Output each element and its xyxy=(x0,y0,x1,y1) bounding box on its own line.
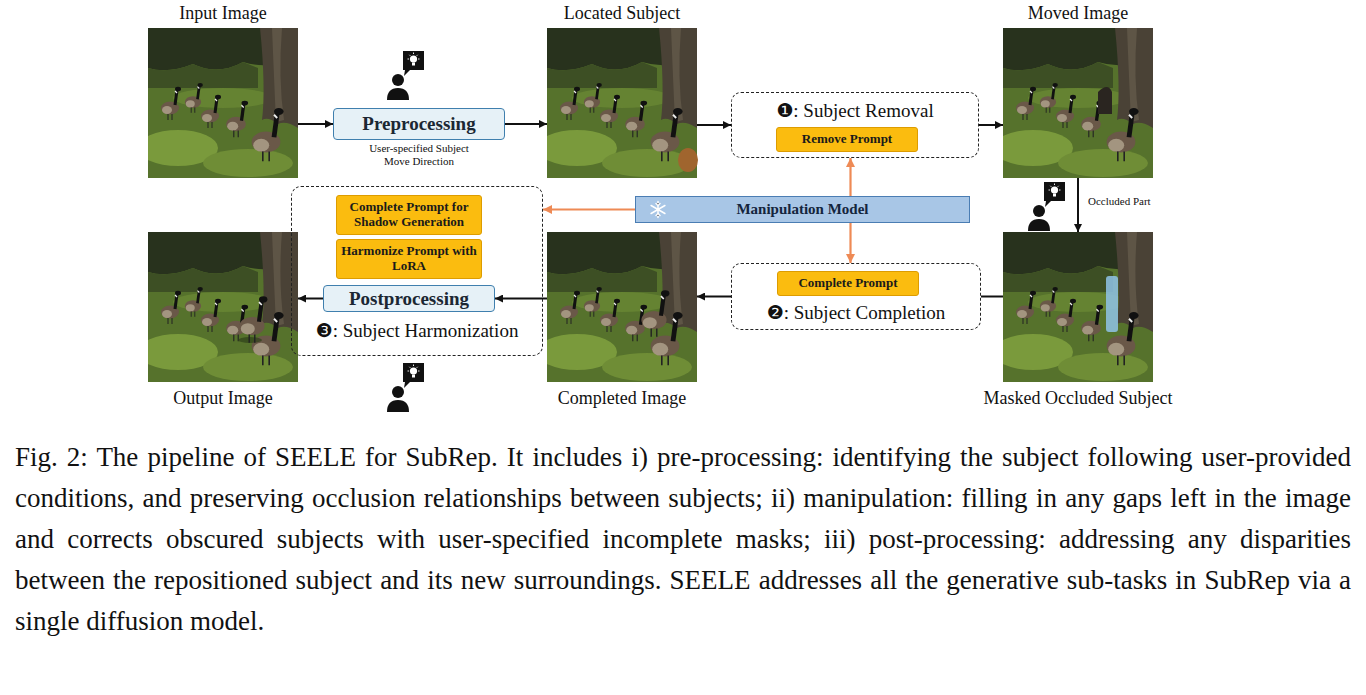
user-icon xyxy=(387,51,424,100)
flow-arrow xyxy=(697,296,731,298)
image-panel: Completed Image xyxy=(547,232,697,382)
image-label: Output Image xyxy=(173,388,272,409)
box-label: Remove Prompt xyxy=(802,132,892,147)
flow-arrow xyxy=(1077,178,1079,232)
image-label: Moved Image xyxy=(1028,3,1128,24)
flow-arrow xyxy=(298,298,323,300)
box-label: Complete Prompt for Shadow Generation xyxy=(341,200,477,230)
stage-title: ❷: Subject Completion xyxy=(732,301,980,324)
prompt-box: Remove Prompt xyxy=(776,127,918,152)
image-label: Located Subject xyxy=(564,3,680,24)
box-label: Complete Prompt xyxy=(798,276,897,291)
input-photo xyxy=(138,28,298,178)
output-photo xyxy=(138,232,298,382)
box-label: Preprocessing xyxy=(362,113,475,135)
prompt-box: Complete Prompt xyxy=(777,271,919,296)
stage-group: ❸: Subject Harmonization Complete Prompt … xyxy=(291,186,543,356)
occlusion-mask xyxy=(1106,276,1118,332)
model-link xyxy=(543,208,635,210)
image-panel: Moved Image xyxy=(1003,28,1153,178)
user-icon xyxy=(1028,182,1065,231)
moved-photo xyxy=(993,28,1153,178)
image-panel: Input Image xyxy=(148,28,298,178)
flow-arrow xyxy=(697,124,731,126)
completed-goose xyxy=(641,290,669,336)
input-note: User-specified Subject Move Direction xyxy=(363,142,475,167)
stage-title: ❶: Subject Removal xyxy=(732,99,978,122)
flow-arrow xyxy=(981,296,1003,298)
box-label: Harmonize Prompt with LoRA xyxy=(341,244,477,274)
figure-caption: Fig. 2: The pipeline of SEELE for SubRep… xyxy=(15,437,1351,642)
flow-arrow xyxy=(298,123,333,125)
stage-group: ❶: Subject RemovalRemove Prompt xyxy=(731,92,979,158)
process-box: PreprocessingUser-specified Subject Move… xyxy=(333,108,505,140)
image-panel: Located Subject xyxy=(547,28,697,178)
completed-photo xyxy=(537,232,697,382)
model-link xyxy=(849,223,851,263)
box-label: Postprocessing xyxy=(349,288,469,310)
model-link xyxy=(849,158,851,196)
box-label: Manipulation Model xyxy=(736,201,868,218)
snowflake-icon xyxy=(651,202,665,218)
model-box: Manipulation Model xyxy=(635,196,970,223)
image-label: Completed Image xyxy=(558,388,686,409)
stage-group: ❷: Subject Completion Complete Prompt xyxy=(731,263,981,330)
moved-goose xyxy=(1098,87,1112,114)
located-mask xyxy=(678,148,698,172)
flow-arrow xyxy=(979,124,1003,126)
flow-arrow xyxy=(495,298,547,300)
output-goose xyxy=(239,296,267,342)
flow-arrow xyxy=(505,123,547,125)
image-panel: Masked Occluded Subject xyxy=(1003,232,1153,382)
masked-photo xyxy=(993,232,1153,382)
image-label: Input Image xyxy=(179,3,266,24)
image-panel: Output Image xyxy=(148,232,298,382)
image-label: Masked Occluded Subject xyxy=(984,388,1173,409)
prompt-box: Harmonize Prompt with LoRA xyxy=(336,239,482,279)
goose-shadow xyxy=(238,337,262,343)
stage-title: ❸: Subject Harmonization xyxy=(292,319,542,342)
prompt-box: Complete Prompt for Shadow Generation xyxy=(336,195,482,235)
edge-label: Occluded Part xyxy=(1086,195,1153,207)
process-box: Postprocessing xyxy=(323,285,495,312)
located-photo xyxy=(537,28,697,178)
user-icon xyxy=(387,363,424,412)
